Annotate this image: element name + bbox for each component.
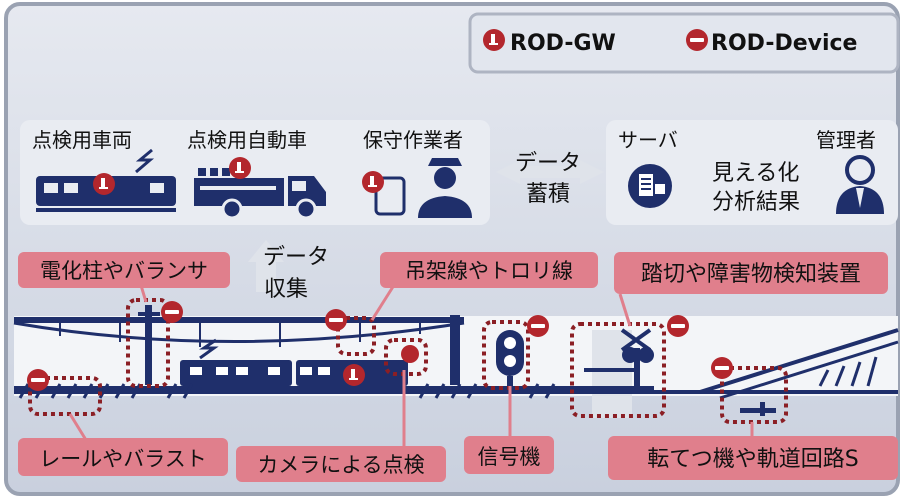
overhead-structure xyxy=(13,315,465,385)
highlight-catenary xyxy=(336,316,376,356)
data-collection-line2: 収集 xyxy=(264,277,308,302)
legend-gw-label: ROD-GW xyxy=(510,31,616,56)
data-collection-arrow: データ 収集 xyxy=(248,240,329,302)
train-on-track xyxy=(180,338,419,386)
device-marker-catenary xyxy=(325,309,347,331)
device-marker-crossing xyxy=(667,315,689,337)
device-marker-rail xyxy=(27,369,49,391)
callout-crossing-text: 踏切や障害物検知装置 xyxy=(641,262,861,287)
callout-pole-text: 電化柱やバランサ xyxy=(40,259,208,283)
maintenance-worker-label: 保守作業者 xyxy=(363,128,463,152)
inspection-train-icon xyxy=(36,148,176,212)
level-crossing xyxy=(584,328,654,418)
visualize-line2: 分析結果 xyxy=(712,190,800,215)
device-marker-switch xyxy=(711,357,733,379)
highlight-rail xyxy=(28,376,102,416)
callout-camera: カメラによる点検 xyxy=(236,446,446,482)
callout-switch: 転てつ機や軌道回路S xyxy=(608,436,898,480)
data-storage-line2: 蓄積 xyxy=(526,182,570,207)
gw-icon xyxy=(483,29,505,51)
outer-frame xyxy=(4,2,900,496)
server-icon xyxy=(628,164,672,208)
electric-pole xyxy=(138,305,160,385)
callout-catenary: 吊架線やトロリ線 xyxy=(380,252,598,288)
admin-icon xyxy=(836,155,884,214)
callout-camera-text: カメラによる点検 xyxy=(257,453,424,477)
server-panel: サーバ 管理者 見える化 分析結果 xyxy=(606,120,898,225)
data-collection-line1: データ xyxy=(263,245,329,270)
inspection-truck-icon xyxy=(194,157,326,220)
inspection-vehicle-label: 点検用自動車 xyxy=(187,128,307,152)
highlight-switch xyxy=(720,366,788,424)
device-icon xyxy=(686,29,708,51)
data-storage-line1: データ xyxy=(515,151,581,176)
railway-signal xyxy=(496,330,524,388)
worker-icon xyxy=(362,158,472,218)
highlight-boxes xyxy=(28,298,788,424)
legend-device-label: ROD-Device xyxy=(711,31,857,56)
visualize-line1: 見える化 xyxy=(712,161,799,186)
callout-signal-text: 信号機 xyxy=(478,445,541,469)
callout-rail-text: レールやバラスト xyxy=(39,447,207,471)
callout-signal: 信号機 xyxy=(464,436,554,474)
callout-rail: レールやバラスト xyxy=(18,438,228,476)
callout-pole: 電化柱やバランサ xyxy=(18,252,230,288)
highlight-camera xyxy=(384,338,428,376)
callout-catenary-text: 吊架線やトロリ線 xyxy=(405,259,573,283)
server-label: サーバ xyxy=(618,128,678,152)
callout-switch-text: 転てつ機や軌道回路S xyxy=(647,447,859,472)
device-marker-signal xyxy=(527,315,549,337)
legend-box: ROD-GW ROD-Device xyxy=(468,12,900,74)
data-storage-arrow: データ 蓄積 xyxy=(496,151,604,207)
vehicles-panel: 点検用車両 点検用自動車 保守作業者 xyxy=(20,120,490,225)
railway-tracks xyxy=(14,328,899,416)
highlight-signal xyxy=(482,320,530,390)
device-marker-pole xyxy=(161,301,183,323)
highlight-pole xyxy=(126,298,170,388)
inspection-car-label: 点検用車両 xyxy=(32,128,132,152)
callout-crossing: 踏切や障害物検知装置 xyxy=(614,252,888,294)
admin-label: 管理者 xyxy=(816,128,876,152)
